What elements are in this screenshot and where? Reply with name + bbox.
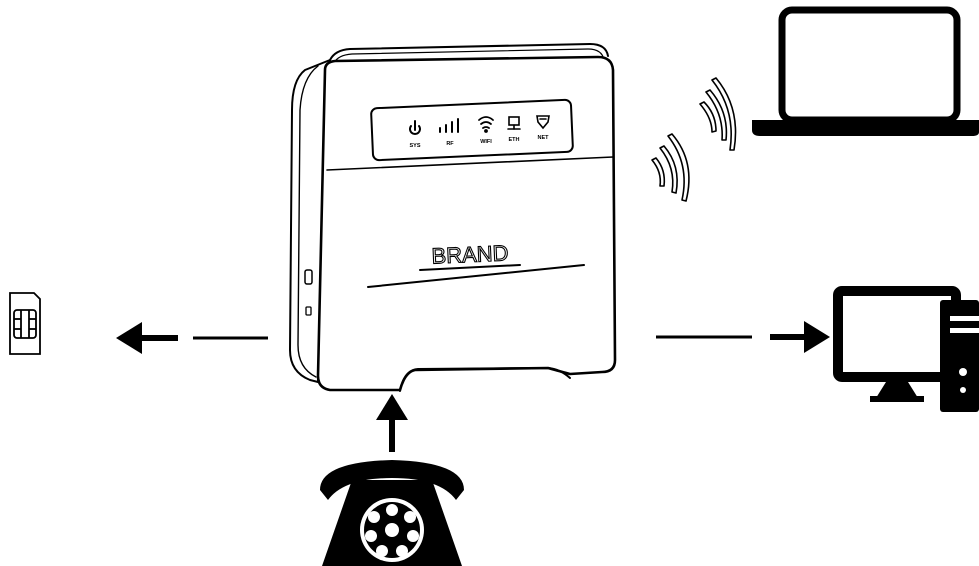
led-icons bbox=[409, 115, 550, 135]
led-panel bbox=[370, 98, 574, 162]
connector-desktop bbox=[656, 321, 830, 353]
wave-far-2 bbox=[705, 89, 728, 141]
brand-underline bbox=[419, 264, 521, 271]
led-label-sys: SYS bbox=[409, 143, 420, 149]
router-top-lip bbox=[329, 43, 609, 61]
led-label-net: NET bbox=[538, 135, 550, 141]
laptop-icon bbox=[752, 6, 979, 136]
brand-label: BRAND bbox=[431, 240, 509, 268]
wave-near-3 bbox=[667, 133, 690, 202]
shield-icon bbox=[536, 115, 550, 130]
connector-phone bbox=[376, 394, 408, 452]
led-label-rf: RF bbox=[446, 141, 454, 147]
rotary-telephone-icon bbox=[320, 460, 464, 566]
router-front-face bbox=[316, 55, 617, 392]
sim-card-icon bbox=[9, 292, 41, 355]
router-foot-notch bbox=[399, 367, 571, 392]
wave-near-2 bbox=[659, 145, 678, 194]
connector-sim bbox=[116, 322, 268, 354]
wave-near-1 bbox=[651, 157, 666, 187]
signal-bars-icon bbox=[439, 118, 459, 133]
router-front-line bbox=[367, 264, 585, 288]
side-port bbox=[304, 269, 313, 285]
wave-far-1 bbox=[699, 101, 717, 133]
arrow-right-icon bbox=[804, 321, 830, 353]
led-labels: SYS RF WIFI ETH NET bbox=[409, 135, 549, 149]
router-side-groove bbox=[297, 65, 319, 378]
router-panel-divider bbox=[326, 156, 614, 171]
router-device bbox=[289, 43, 617, 392]
router-top-lip-inner bbox=[333, 48, 605, 64]
wave-far-3 bbox=[711, 77, 737, 151]
led-label-wifi: WIFI bbox=[480, 139, 492, 145]
arrow-left-icon bbox=[116, 322, 142, 354]
led-label-eth: ETH bbox=[509, 137, 520, 143]
ethernet-icon bbox=[507, 116, 521, 130]
arrow-up-icon bbox=[376, 394, 408, 420]
power-icon bbox=[409, 120, 421, 135]
side-port-small bbox=[305, 306, 312, 316]
desktop-computer-icon bbox=[833, 286, 979, 412]
wireless-waves bbox=[651, 77, 737, 202]
wifi-icon bbox=[478, 116, 494, 133]
